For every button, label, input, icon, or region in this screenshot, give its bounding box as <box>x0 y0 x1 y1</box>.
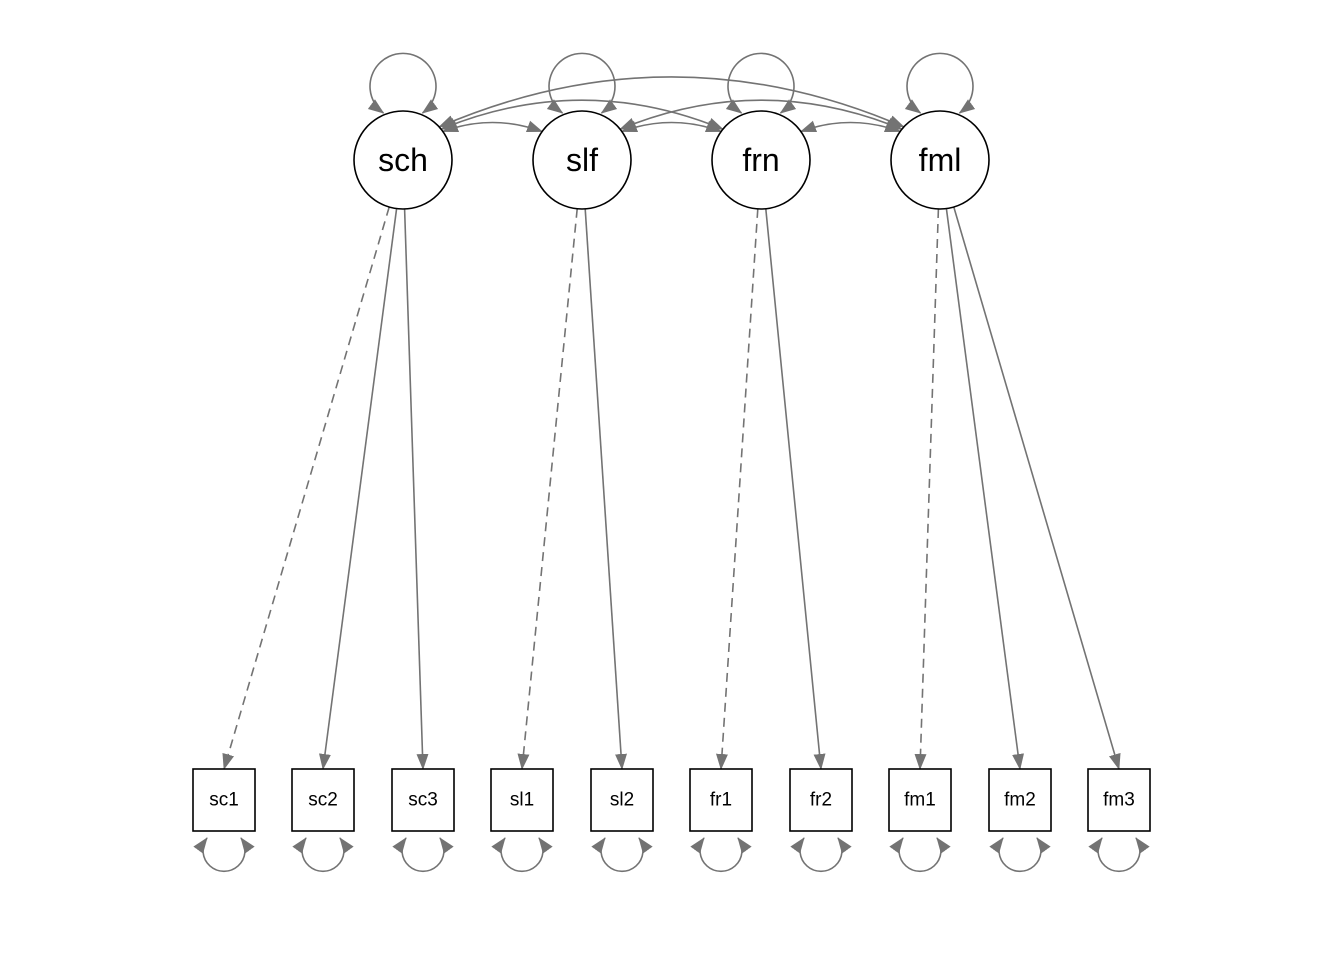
observed-box <box>1087 768 1151 832</box>
loading-slf-sl1 <box>517 208 578 770</box>
observed-node-fm3: fm3 <box>1087 768 1151 832</box>
observed-label: fr2 <box>810 790 832 811</box>
nodes-layer: sch slf frn fml sc1 sc2 sc3 sl1 sl2 fr1 fr2 fm1 fm2 f… <box>192 110 1151 832</box>
loading-frn-fr2 <box>765 208 826 770</box>
loading-sch-sc3 <box>403 208 429 770</box>
variance-loop-frn <box>725 52 797 114</box>
residual-loop-fm2 <box>989 837 1051 873</box>
observed-box <box>192 768 256 832</box>
residual-loop-sl1 <box>491 837 553 873</box>
observed-node-fm1: fm1 <box>888 768 952 832</box>
loading-fml-fm3 <box>953 206 1121 770</box>
covariance-frn-fml <box>799 120 902 133</box>
latent-node-slf: slf <box>532 110 632 210</box>
latent-circle <box>532 110 632 210</box>
observed-label: sc1 <box>209 790 239 811</box>
observed-node-sc1: sc1 <box>192 768 256 832</box>
latent-label: frn <box>742 142 779 178</box>
residual-loop-fr2 <box>790 837 852 873</box>
latent-node-fml: fml <box>890 110 990 210</box>
loading-frn-fr1 <box>715 208 759 770</box>
latent-circle <box>711 110 811 210</box>
residual-loop-fr1 <box>690 837 752 873</box>
residual-loop-sl2 <box>591 837 653 873</box>
covariance-sch-slf <box>441 120 544 133</box>
latent-label: sch <box>378 142 428 178</box>
observed-box <box>789 768 853 832</box>
residual-loop-fm1 <box>889 837 951 873</box>
observed-node-sl1: sl1 <box>490 768 554 832</box>
latent-label: slf <box>566 142 598 178</box>
variance-loop-slf <box>546 52 618 114</box>
observed-box <box>391 768 455 832</box>
edges-layer <box>193 52 1150 873</box>
observed-label: fr1 <box>710 790 732 811</box>
observed-box <box>988 768 1052 832</box>
variance-loop-sch <box>367 52 439 114</box>
loading-fml-fm1 <box>914 208 940 770</box>
observed-label: sc3 <box>408 790 438 811</box>
observed-node-sc3: sc3 <box>391 768 455 832</box>
covariance-slf-frn <box>620 120 723 133</box>
covariance-sch-fml <box>438 76 905 128</box>
observed-label: fm1 <box>904 790 936 811</box>
observed-label: sl2 <box>610 790 634 811</box>
observed-label: sc2 <box>308 790 338 811</box>
observed-box <box>888 768 952 832</box>
latent-circle <box>890 110 990 210</box>
observed-node-fm2: fm2 <box>988 768 1052 832</box>
loading-sch-sc1 <box>222 206 390 770</box>
loading-fml-fm2 <box>945 208 1024 770</box>
observed-box <box>490 768 554 832</box>
residual-loop-sc3 <box>392 837 454 873</box>
observed-box <box>291 768 355 832</box>
residual-loop-fm3 <box>1088 837 1150 873</box>
observed-node-fr2: fr2 <box>789 768 853 832</box>
latent-node-frn: frn <box>711 110 811 210</box>
latent-circle <box>353 110 453 210</box>
residual-loop-sc2 <box>292 837 354 873</box>
residual-loop-sc1 <box>193 837 255 873</box>
latent-label: fml <box>919 142 962 178</box>
observed-box <box>590 768 654 832</box>
observed-label: fm3 <box>1103 790 1135 811</box>
observed-node-fr1: fr1 <box>689 768 753 832</box>
observed-label: sl1 <box>510 790 534 811</box>
observed-node-sl2: sl2 <box>590 768 654 832</box>
loading-slf-sl2 <box>584 208 628 770</box>
observed-node-sc2: sc2 <box>291 768 355 832</box>
loading-sch-sc2 <box>319 208 398 770</box>
observed-box <box>689 768 753 832</box>
observed-label: fm2 <box>1004 790 1036 811</box>
latent-node-sch: sch <box>353 110 453 210</box>
variance-loop-fml <box>904 52 976 114</box>
